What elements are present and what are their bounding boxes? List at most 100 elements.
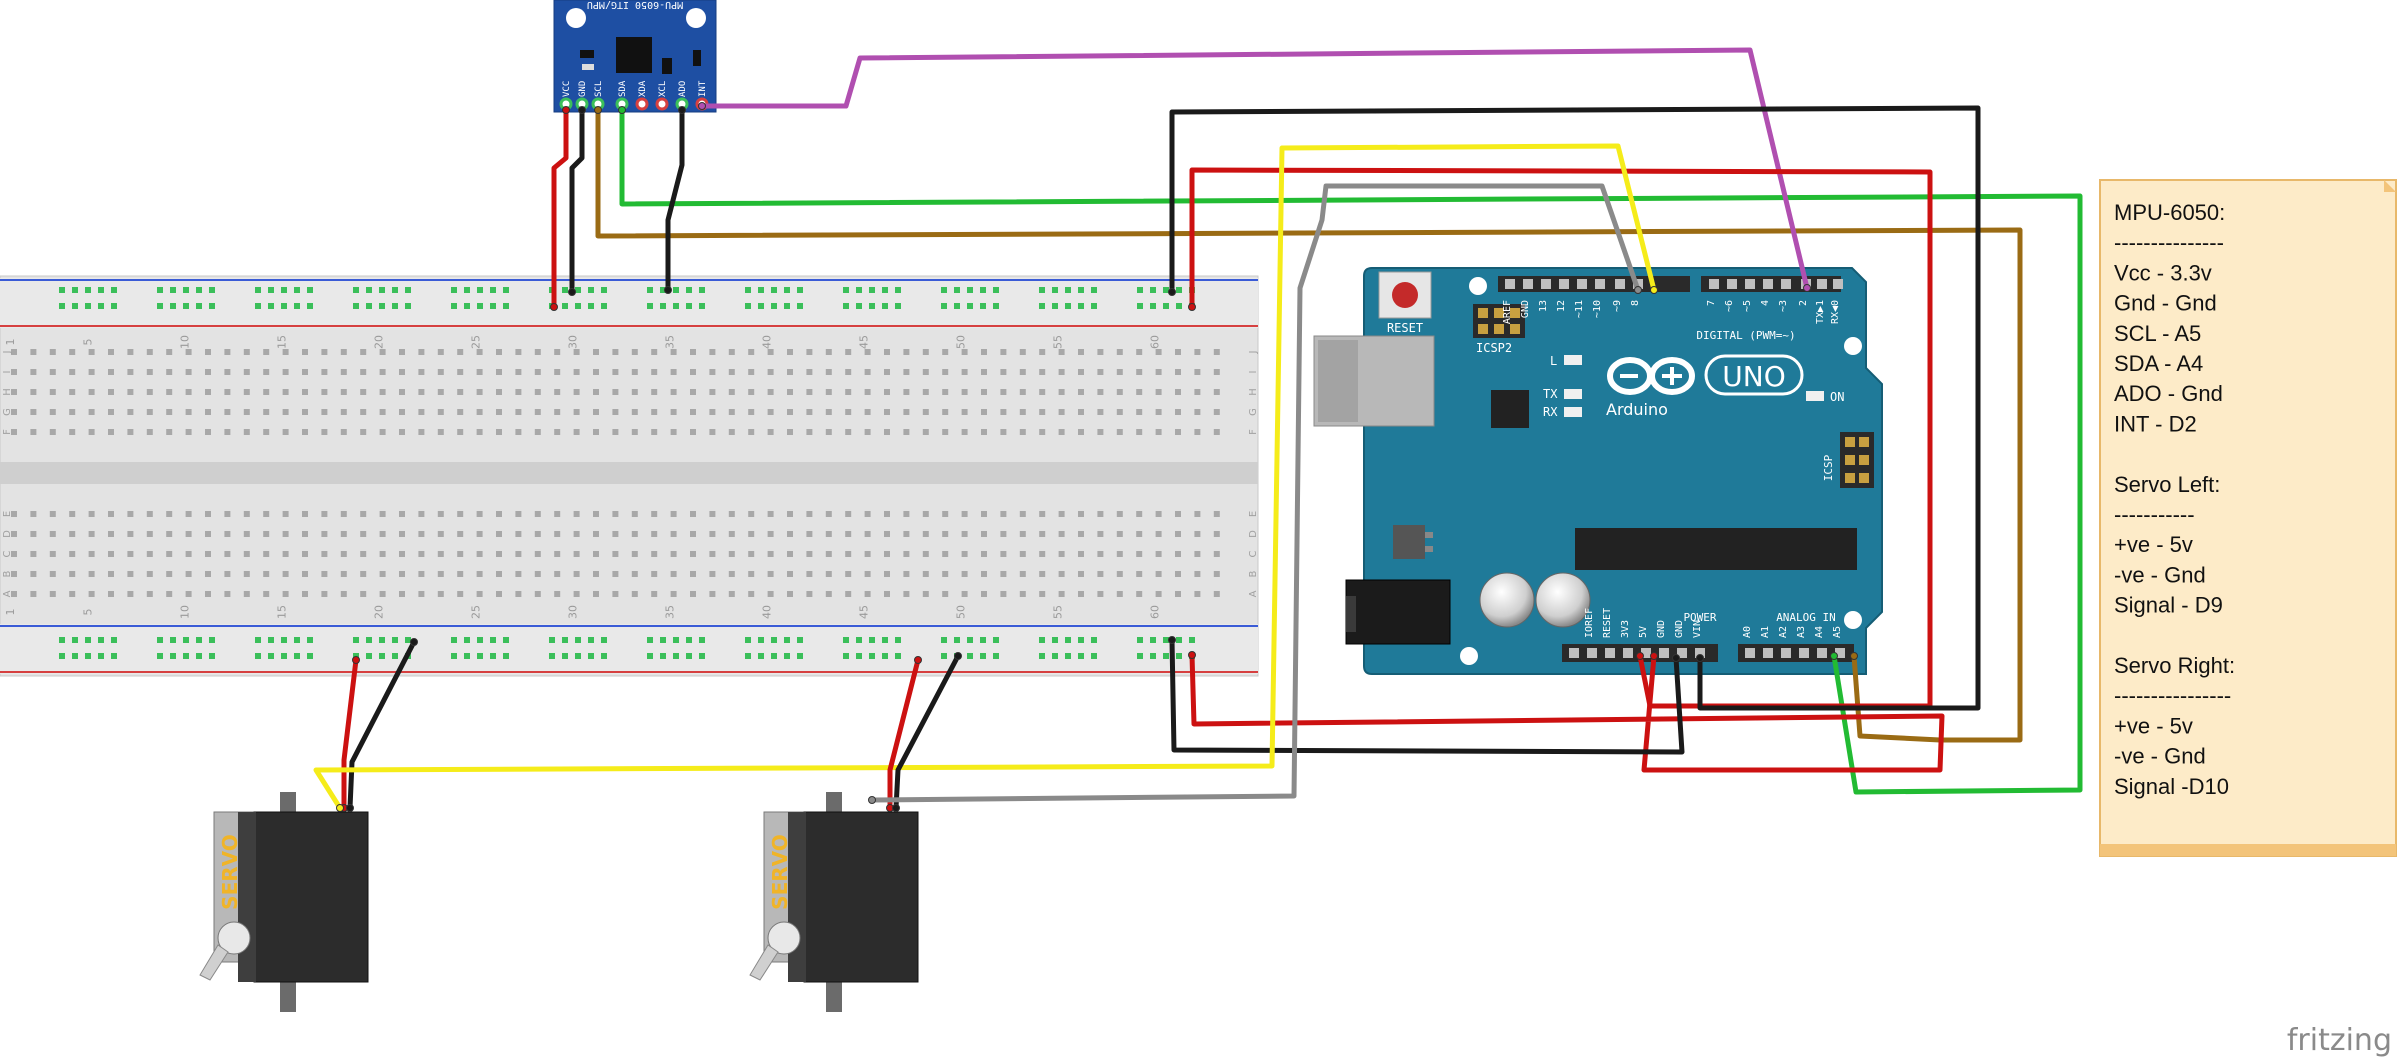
wire-endpoint — [1650, 286, 1658, 294]
breadboard-hole — [1116, 349, 1123, 355]
rail-hole — [686, 653, 692, 659]
breadboard-hole — [728, 429, 735, 435]
breadboard-hole — [263, 531, 270, 537]
breadboard-hole — [302, 551, 308, 557]
breadboard-hole — [321, 551, 328, 557]
breadboard-hole — [185, 551, 192, 557]
breadboard-hole — [1136, 389, 1143, 395]
analog-pin-label: A0 — [1742, 626, 1753, 638]
breadboard-hole — [224, 511, 231, 517]
header-pin — [1523, 279, 1533, 289]
breadboard-hole — [981, 429, 987, 435]
rail-hole — [647, 653, 653, 659]
rail-hole — [477, 637, 483, 643]
breadboard-hole — [205, 511, 211, 517]
breadboard-hole — [1097, 349, 1104, 355]
header-pin — [1623, 648, 1633, 658]
note-background — [2099, 179, 2397, 857]
breadboard-hole — [243, 429, 250, 435]
breadboard-hole — [185, 571, 192, 577]
breadboard-column-numbers: 1155101015152020252530303535404045455050… — [4, 335, 1162, 619]
breadboard-hole — [748, 551, 755, 557]
icsp2-pins — [1478, 308, 1520, 334]
breadboard-hole — [340, 511, 347, 517]
rail-hole — [157, 287, 163, 293]
breadboard-hole — [903, 531, 910, 537]
breadboard-hole — [825, 369, 832, 375]
rail-hole — [856, 637, 862, 643]
header-pin-label: AREF — [1502, 300, 1513, 324]
rail-hole — [1163, 287, 1169, 293]
wires — [313, 47, 2083, 811]
breadboard-hole — [981, 531, 987, 537]
breadboard-hole — [11, 531, 17, 537]
header-pin — [1817, 279, 1827, 289]
rail-hole — [490, 653, 496, 659]
breadboard-hole — [418, 349, 425, 355]
mounting-hole — [1469, 277, 1487, 295]
breadboard-hole — [399, 511, 405, 517]
breadboard-hole — [1213, 531, 1220, 537]
column-number: 40 — [761, 335, 774, 349]
breadboard-hole — [825, 409, 832, 415]
rail-hole — [477, 653, 483, 659]
breadboard-hole — [1136, 571, 1143, 577]
row-letter: I — [1248, 371, 1259, 374]
wire-endpoint — [1188, 651, 1196, 659]
breadboard-hole — [670, 349, 677, 355]
breadboard-hole — [554, 429, 561, 435]
breadboard-hole — [1213, 369, 1220, 375]
mpu-pin-label: GND — [578, 81, 588, 97]
breadboard-hole — [263, 571, 270, 577]
breadboard-hole — [496, 511, 502, 517]
wire-mpu-int — [699, 47, 1810, 291]
led-on-label: ON — [1830, 390, 1844, 404]
rail-hole — [1039, 653, 1045, 659]
breadboard-hole — [1078, 389, 1084, 395]
breadboard-hole — [30, 511, 37, 517]
rail-hole — [686, 303, 692, 309]
breadboard-hole — [709, 409, 716, 415]
breadboard-hole — [1213, 591, 1220, 597]
breadboard-hole — [903, 409, 910, 415]
breadboard-hole — [321, 591, 328, 597]
wire-endpoint — [594, 106, 602, 114]
breadboard-hole — [69, 571, 76, 577]
breadboard-hole — [69, 551, 76, 557]
rail-hole — [379, 637, 385, 643]
breadboard-hole — [942, 389, 949, 395]
rail-hole — [575, 653, 581, 659]
breadboard-hole — [631, 591, 638, 597]
atmega-chip — [1575, 528, 1857, 570]
rail-hole — [647, 287, 653, 293]
breadboard-hole — [825, 511, 832, 517]
breadboard-hole — [884, 349, 890, 355]
rail-hole — [699, 303, 705, 309]
breadboard-hole — [321, 369, 328, 375]
row-letter: A — [2, 590, 13, 597]
breadboard-hole — [302, 369, 308, 375]
breadboard-hole — [961, 511, 968, 517]
breadboard-hole — [282, 591, 289, 597]
rail-hole — [699, 637, 705, 643]
breadboard-hole — [146, 551, 153, 557]
rail-hole — [196, 653, 202, 659]
rail-hole — [784, 287, 790, 293]
wire-gnd2-to-rail — [1169, 637, 1685, 755]
rail-hole — [72, 637, 78, 643]
breadboard-hole — [806, 591, 813, 597]
breadboard-hole — [243, 389, 250, 395]
breadboard-hole — [1175, 571, 1181, 577]
servo-right: SERVO — [749, 792, 919, 1012]
breadboard-hole — [224, 429, 231, 435]
rail-hole — [366, 303, 372, 309]
breadboard-hole — [49, 429, 56, 435]
breadboard-hole — [922, 511, 929, 517]
breadboard-hole — [845, 531, 852, 537]
breadboard-hole — [476, 389, 483, 395]
breadboard-hole — [379, 389, 386, 395]
breadboard-hole — [360, 511, 367, 517]
